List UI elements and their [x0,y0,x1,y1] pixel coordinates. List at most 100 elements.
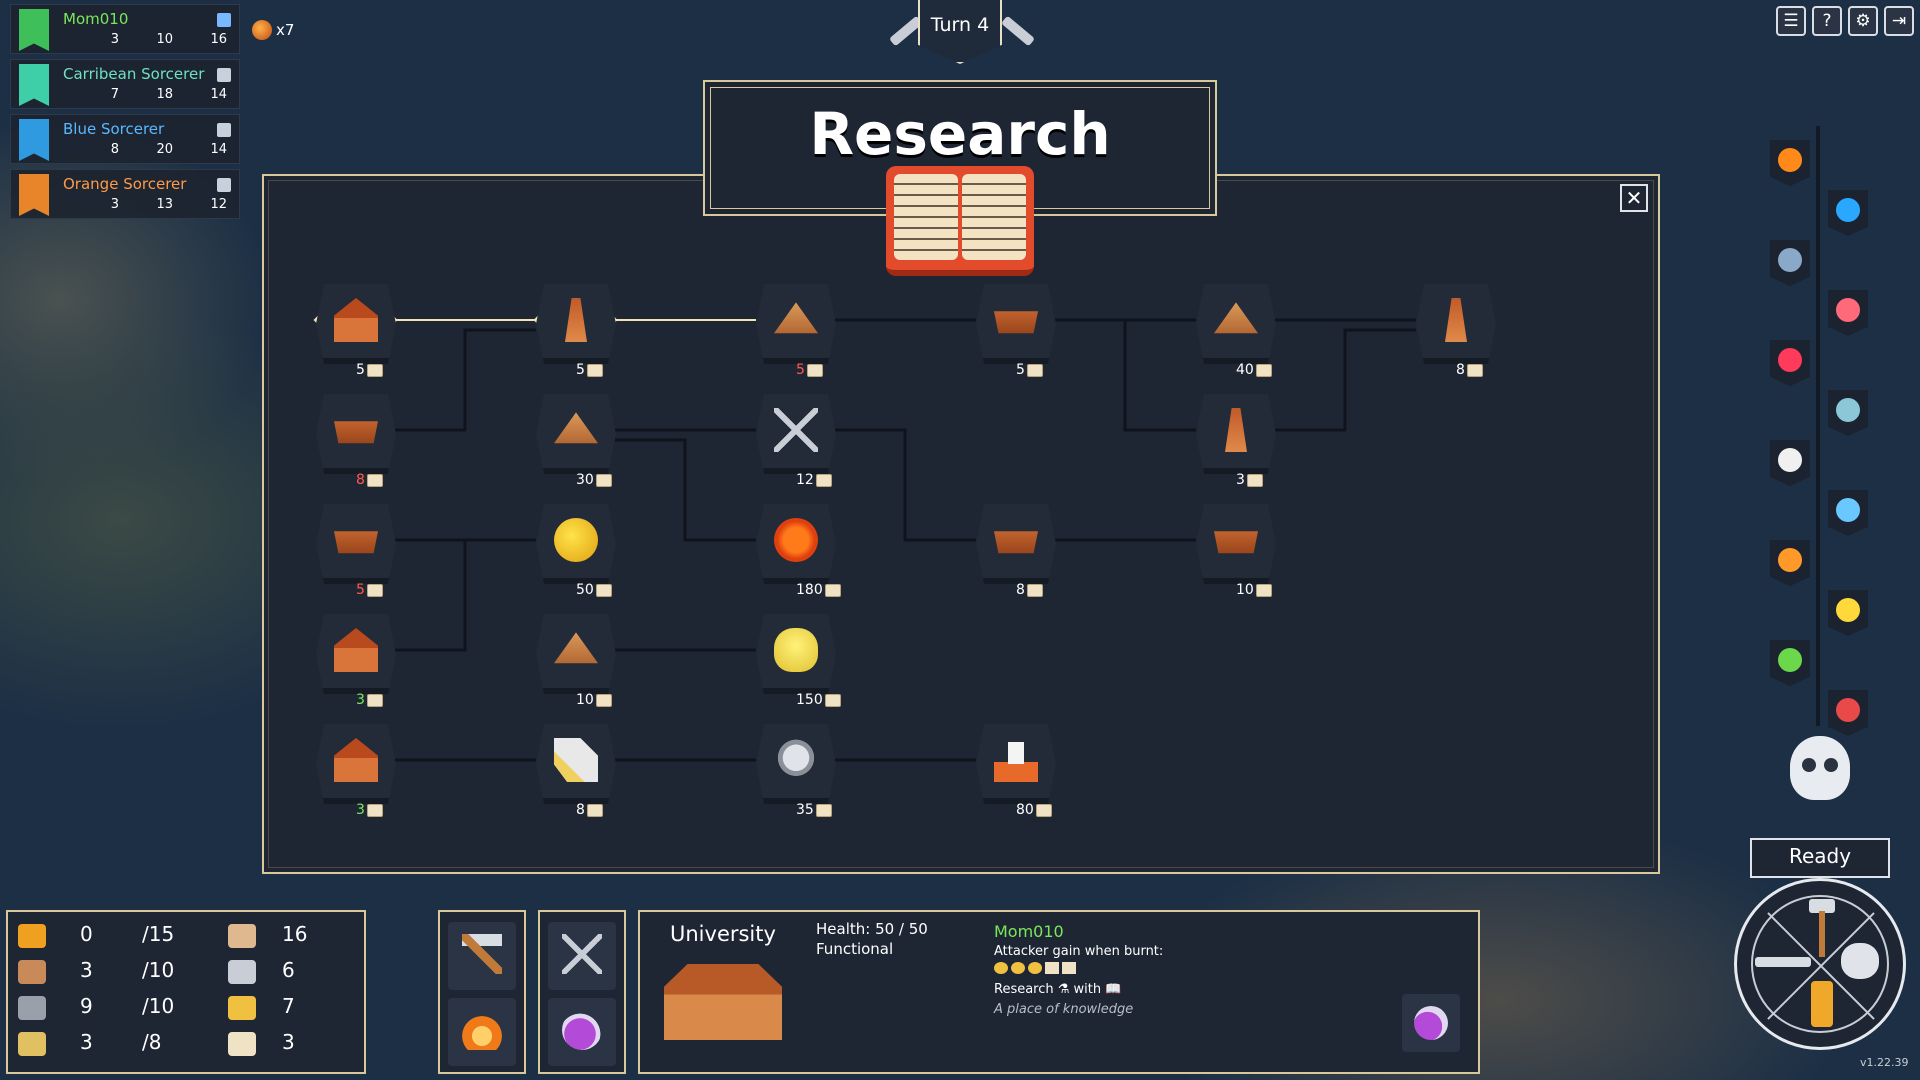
player-panel-mom010[interactable]: Mom010 3 10 16 [10,4,240,54]
skull-action-icon[interactable] [1841,943,1879,979]
tech-node[interactable] [756,284,836,364]
tech-cost-value: 5 [356,582,365,598]
water-icon[interactable] [1828,190,1868,236]
flame-icon[interactable] [1770,540,1810,586]
research-info: Research ⚗ with 📖 [994,982,1122,997]
tech-cost: 35 [796,802,832,818]
close-button[interactable]: ✕ [1620,184,1648,212]
torch-icon[interactable] [1811,981,1833,1027]
gear-spell-icon[interactable] [1770,640,1810,686]
book-icon [815,803,832,817]
settings-button[interactable]: ⚙ [1848,6,1878,36]
tech-node[interactable] [536,394,616,474]
hammer-icon[interactable] [1809,899,1835,957]
ready-button[interactable] [1750,838,1890,878]
sword-icon[interactable] [1755,957,1811,967]
tech-cost: 3 [356,802,383,818]
tech-cost-value: 8 [1016,582,1025,598]
player-name: Orange Sorcerer [63,175,187,193]
tech-node[interactable] [316,504,396,584]
tech-node[interactable] [756,614,836,694]
book-icon [1026,583,1043,597]
ready-label[interactable]: Ready [1788,844,1852,868]
action-column-work [538,910,626,1074]
skull-icon [774,628,818,672]
tech-node[interactable] [536,284,616,364]
building-description: A place of knowledge [994,1002,1134,1017]
grain-icon [1214,302,1258,334]
player-defense: 10 [156,32,173,47]
menu-button[interactable]: ☰ [1776,6,1806,36]
tech-cost-value: 5 [576,362,585,378]
virus-icon[interactable] [1770,340,1810,386]
help-button[interactable]: ? [1812,6,1842,36]
eye-icon[interactable] [1770,240,1810,286]
action-wheel[interactable] [1734,878,1906,1050]
tech-node[interactable] [756,724,836,804]
tech-node[interactable] [1196,394,1276,474]
tech-node[interactable] [536,724,616,804]
storm-icon[interactable] [1828,490,1868,536]
tech-node[interactable] [1416,284,1496,364]
research-window [262,174,1660,874]
tech-cost-value: 10 [576,692,594,708]
burn-button[interactable] [448,998,516,1066]
build-button[interactable] [448,922,516,990]
tech-node[interactable] [536,614,616,694]
fireball-icon[interactable] [1770,140,1810,186]
home-icon [217,13,231,27]
mine-button[interactable] [548,922,616,990]
tech-cost: 180 [796,582,841,598]
skull-icon[interactable] [1790,736,1850,800]
tech-node[interactable] [316,284,396,364]
status-icon [217,123,231,137]
tower-icon [1445,298,1467,342]
demon-icon[interactable] [1828,290,1868,336]
tornado-icon[interactable] [1828,390,1868,436]
tech-node[interactable] [1196,284,1276,364]
tech-cost-value: 8 [576,802,585,818]
heart-icon[interactable] [1828,690,1868,736]
tech-node[interactable] [976,284,1056,364]
tech-node[interactable] [976,724,1056,804]
tech-cost-value: 3 [356,802,365,818]
status-icon [217,68,231,82]
tech-node[interactable] [756,504,836,584]
book-icon [886,166,1034,276]
grain-icon [554,412,598,444]
resource-value: 6 [282,958,295,982]
pickaxe-icon [562,934,602,974]
player-score: 16 [210,32,227,47]
book-icon [824,583,841,597]
player-panel-carribean[interactable]: Carribean Sorcerer 7 18 14 [10,59,240,109]
tech-node[interactable] [976,504,1056,584]
lightning-icon[interactable] [1828,590,1868,636]
tech-node[interactable] [316,394,396,474]
action-column-build [438,910,526,1074]
flask-icon [1414,1006,1448,1040]
tech-node[interactable] [1196,504,1276,584]
player-panel-orange[interactable]: Orange Sorcerer 3 13 12 [10,169,240,219]
exit-button[interactable]: ⇥ [1884,6,1914,36]
player-defense: 13 [156,197,173,212]
pent-icon [774,518,818,562]
fist-icon[interactable] [1770,440,1810,486]
tech-cost-value: 3 [1236,472,1245,488]
player-panel-blue[interactable]: Blue Sorcerer 8 20 14 [10,114,240,164]
book-icon [1035,803,1052,817]
tech-node[interactable] [316,724,396,804]
tech-node[interactable] [316,614,396,694]
tech-cost-value: 8 [1456,362,1465,378]
player-score: 14 [210,87,227,102]
tech-cost-value: 150 [796,692,823,708]
knight-icon [774,738,818,782]
tech-node[interactable] [756,394,836,474]
book-icon [366,363,383,377]
tech-cost-value: 50 [576,582,594,598]
tech-node[interactable] [536,504,616,584]
wagon-icon [1214,531,1258,554]
mana-icon [18,924,46,948]
research-button[interactable] [548,998,616,1066]
tech-cost: 8 [356,472,383,488]
research-flask-button[interactable] [1402,994,1460,1052]
